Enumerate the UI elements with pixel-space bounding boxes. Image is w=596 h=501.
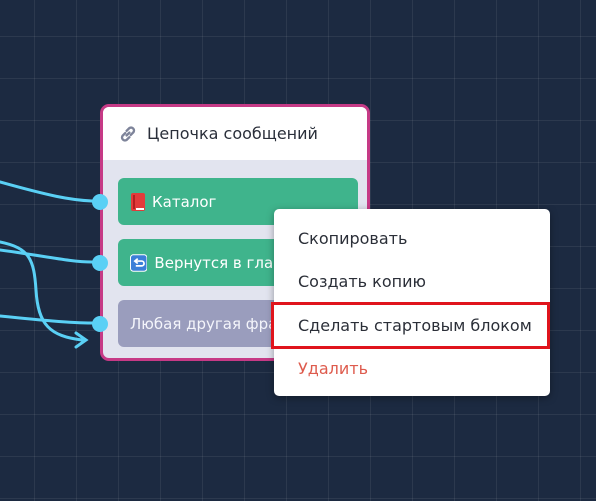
- connector-line-loop[interactable]: [0, 240, 84, 342]
- menu-item-copy[interactable]: Скопировать: [298, 228, 408, 248]
- node-title: Цепочка сообщений: [147, 124, 318, 143]
- input-port-catalog[interactable]: [92, 194, 108, 210]
- connector-line-main-menu[interactable]: [0, 248, 94, 264]
- menu-item-make-start-block[interactable]: Сделать стартовым блоком: [298, 315, 532, 335]
- return-arrow-emoji-icon: [130, 253, 148, 272]
- menu-item-duplicate[interactable]: Создать копию: [298, 271, 426, 291]
- connector-line-catalog[interactable]: [0, 180, 94, 203]
- input-port-any-phrase[interactable]: [92, 316, 108, 332]
- link-icon: [120, 125, 136, 142]
- message-chain-node[interactable]: Цепочка сообщений Каталог Вернутся в гла…: [92, 104, 370, 361]
- connector-arrowhead: [74, 331, 89, 349]
- menu-item-delete[interactable]: Удалить: [298, 358, 368, 378]
- input-port-main-menu[interactable]: [92, 255, 108, 271]
- node-button-label: Каталог: [152, 192, 217, 211]
- node-header[interactable]: Цепочка сообщений: [103, 107, 367, 160]
- connector-line-any-phrase[interactable]: [0, 314, 94, 325]
- book-emoji-icon: [131, 192, 145, 211]
- node-button-label: Любая другая фраза: [130, 314, 295, 333]
- context-menu: Скопировать Создать копию Сделать старто…: [274, 209, 550, 396]
